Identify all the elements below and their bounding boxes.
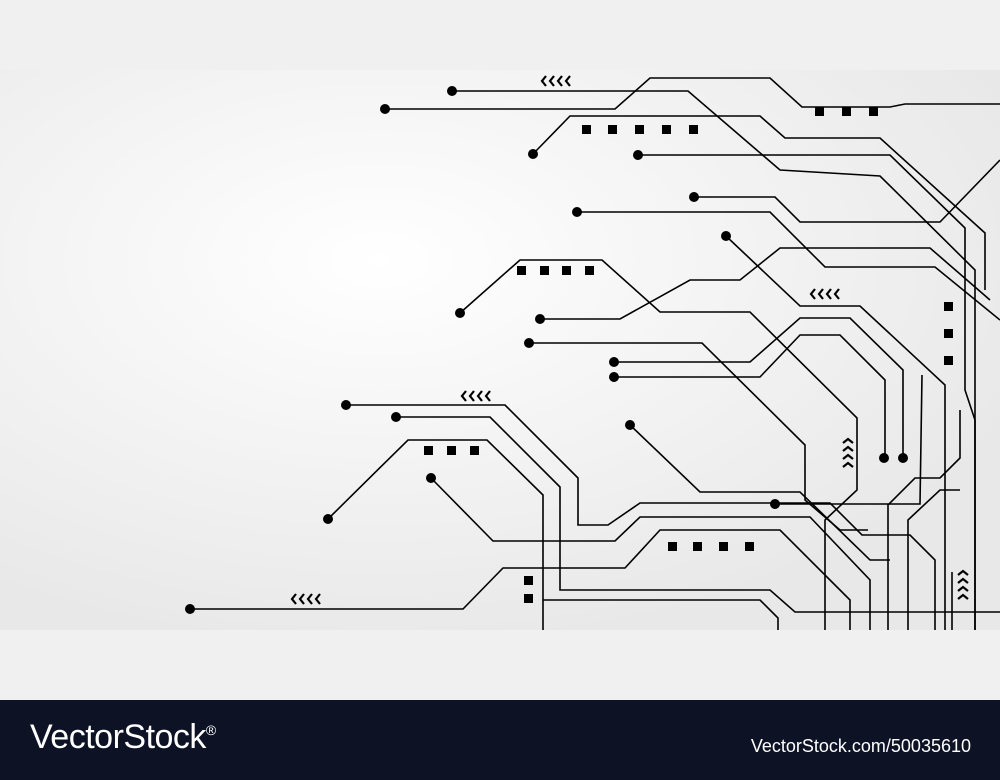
square-pad — [517, 266, 526, 275]
trace — [614, 317, 904, 458]
square-pads — [424, 107, 953, 603]
terminal-dot — [689, 192, 699, 202]
terminal-dot — [426, 473, 436, 483]
trace — [452, 90, 976, 630]
registered-mark: ® — [205, 722, 216, 738]
terminal-dot — [524, 338, 534, 348]
trace — [638, 154, 976, 630]
watermark-footer: VectorStock® VectorStock.com/50035610 — [0, 700, 1000, 780]
trace — [327, 439, 544, 630]
terminal-dot — [633, 150, 643, 160]
chevron-up-icon — [957, 569, 969, 600]
square-pad — [582, 125, 591, 134]
square-pad — [562, 266, 571, 275]
trace — [529, 342, 868, 531]
trace — [775, 374, 923, 505]
trace — [540, 247, 991, 320]
square-pad — [540, 266, 549, 275]
trace — [396, 416, 1000, 613]
terminal-dot — [609, 357, 619, 367]
terminal-dot — [721, 231, 731, 241]
chevron-left-icon — [809, 288, 840, 300]
chevron-left-icon — [540, 75, 571, 87]
square-pad — [693, 542, 702, 551]
trace — [725, 235, 946, 630]
terminal-dot — [323, 514, 333, 524]
trace — [577, 211, 1000, 321]
square-pad — [815, 107, 824, 116]
chevron-left-icon — [460, 390, 491, 402]
circuit-traces — [190, 77, 1000, 630]
trace — [532, 115, 986, 290]
terminal-dot — [770, 499, 780, 509]
brand-name: VectorStock — [30, 718, 206, 756]
image-id: VectorStock.com/50035610 — [750, 736, 971, 756]
square-pad — [608, 125, 617, 134]
trace — [459, 259, 858, 630]
terminal-dot — [380, 104, 390, 114]
square-pad — [447, 446, 456, 455]
trace — [694, 159, 1000, 223]
square-pad — [745, 542, 754, 551]
chevron-left-icon — [290, 593, 321, 605]
chevron-up-icon — [842, 437, 854, 468]
terminal-dot — [341, 400, 351, 410]
square-pad — [944, 329, 953, 338]
trace — [190, 529, 851, 630]
square-pad — [635, 125, 644, 134]
square-pad — [585, 266, 594, 275]
square-pad — [944, 302, 953, 311]
terminal-dot — [447, 86, 457, 96]
terminal-dots — [185, 86, 908, 614]
terminal-dot — [455, 308, 465, 318]
terminal-dot — [898, 453, 908, 463]
trace — [887, 410, 961, 630]
trace — [907, 489, 960, 630]
brand-logo: VectorStock® — [30, 718, 216, 757]
square-pad — [524, 576, 533, 585]
circuit-illustration — [0, 70, 1000, 630]
trace — [346, 404, 936, 630]
trace — [614, 334, 886, 458]
square-pad — [869, 107, 878, 116]
square-pad — [470, 446, 479, 455]
terminal-dot — [625, 420, 635, 430]
square-pad — [668, 542, 677, 551]
terminal-dot — [535, 314, 545, 324]
square-pad — [944, 356, 953, 365]
terminal-dot — [572, 207, 582, 217]
circuit-board-graphic — [0, 70, 1000, 630]
terminal-dot — [185, 604, 195, 614]
square-pad — [424, 446, 433, 455]
trace — [629, 424, 890, 561]
trace — [385, 77, 1000, 110]
chevron-markers — [290, 75, 969, 605]
terminal-dot — [528, 149, 538, 159]
terminal-dot — [609, 372, 619, 382]
background-panel — [0, 70, 1000, 630]
square-pad — [719, 542, 728, 551]
terminal-dot — [391, 412, 401, 422]
square-pad — [689, 125, 698, 134]
square-pad — [842, 107, 851, 116]
trace — [543, 599, 779, 630]
terminal-dot — [879, 453, 889, 463]
square-pad — [524, 594, 533, 603]
square-pad — [662, 125, 671, 134]
trace — [430, 477, 871, 630]
